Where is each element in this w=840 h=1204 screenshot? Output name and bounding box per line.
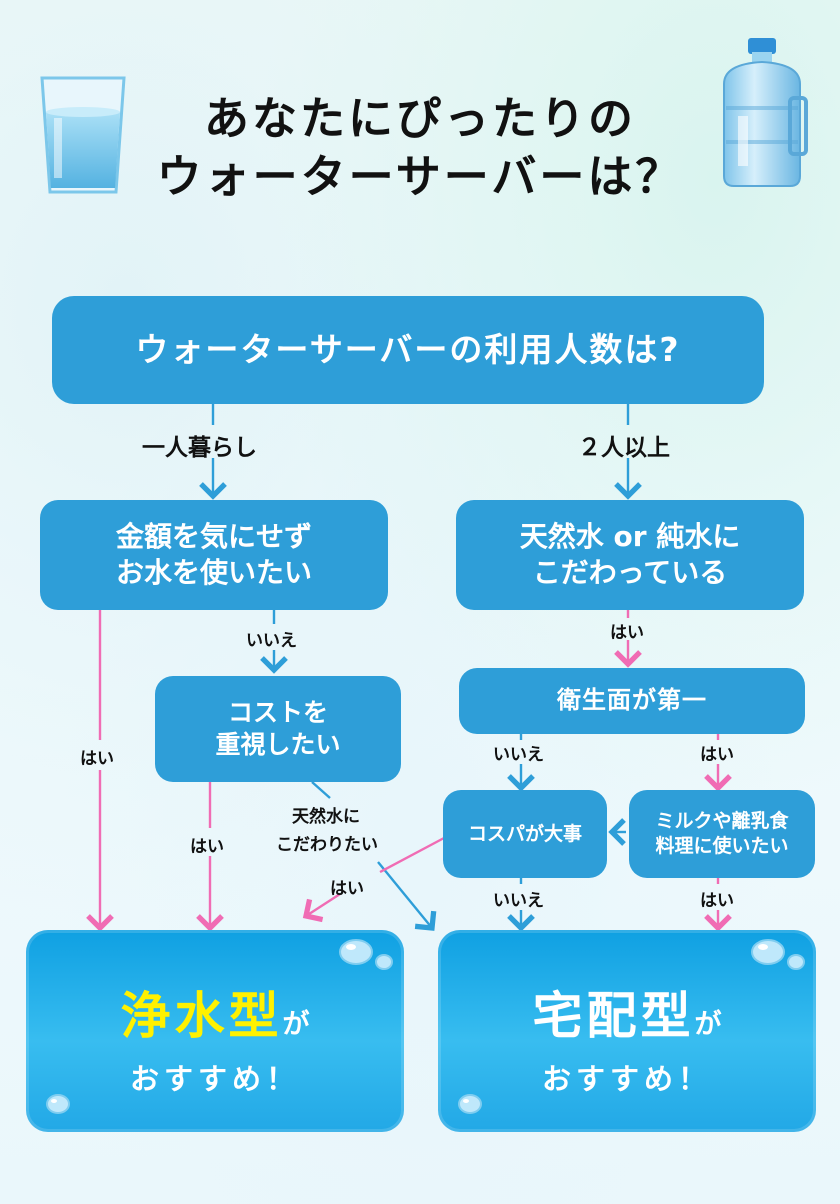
- label-yes-hygiene: はい: [700, 745, 734, 765]
- question-cost-free-line1: 金額を気にせず: [115, 519, 312, 553]
- label-single: 一人暮らし: [142, 435, 257, 461]
- edge-natural-a: [311, 781, 331, 799]
- result-delivery-ga: が: [694, 1009, 722, 1040]
- label-yes-cospa: はい: [330, 879, 364, 899]
- label-yes-cost: はい: [190, 837, 224, 857]
- question-water-type: 天然水 or 純水に こだわっている: [456, 500, 804, 610]
- title-line-2: ウォーターサーバーは？: [156, 150, 684, 203]
- question-milk-line1: ミルクや離乳食: [655, 810, 789, 833]
- result-purifier-rec: おすすめ！: [129, 1062, 300, 1096]
- result-purifier: 浄水型が おすすめ！: [26, 930, 404, 1132]
- water-drop-icon: [339, 939, 393, 970]
- question-water-type-line1: 天然水 or 純水に: [519, 519, 741, 553]
- question-cost-line1: コストを: [227, 697, 328, 727]
- title-line-1: あなたにぴったりの: [203, 92, 636, 145]
- water-glass-icon: [40, 76, 126, 194]
- label-yes-left: はい: [80, 749, 114, 769]
- water-drop-icon: [751, 939, 805, 970]
- question-cost-free: 金額を気にせず お水を使いたい: [40, 500, 388, 610]
- edge-yes-cospa-b: [302, 892, 341, 923]
- question-cost-line2: 重視したい: [215, 730, 341, 759]
- water-bottle-icon: [723, 38, 808, 187]
- question-cospa-text: コスパが大事: [467, 822, 582, 845]
- question-milk-line2: 料理に使いたい: [655, 835, 789, 857]
- water-drop-icon: [458, 1094, 482, 1114]
- question-milk: ミルクや離乳食 料理に使いたい: [629, 790, 815, 878]
- result-delivery: 宅配型が おすすめ！: [438, 930, 816, 1132]
- label-yes-water-type: はい: [610, 623, 644, 643]
- result-purifier-type: 浄水型: [120, 987, 283, 1045]
- question-users: ウォーターサーバーの利用人数は?: [52, 296, 764, 404]
- question-cost-free-line2: お水を使いたい: [115, 556, 312, 589]
- edge-yes-cospa-a: [379, 836, 445, 874]
- edge-natural-b: [377, 861, 437, 931]
- result-purifier-ga: が: [282, 1009, 310, 1040]
- water-drop-icon: [46, 1094, 70, 1114]
- question-hygiene-text: 衛生面が第一: [557, 686, 707, 715]
- result-delivery-rec: おすすめ！: [541, 1062, 712, 1096]
- result-delivery-type: 宅配型: [532, 987, 695, 1045]
- label-natural-1: 天然水に: [292, 807, 360, 827]
- question-water-type-line2: こだわっている: [532, 556, 728, 589]
- label-two-plus: ２人以上: [578, 435, 670, 461]
- question-cospa: コスパが大事: [443, 790, 607, 878]
- question-hygiene: 衛生面が第一: [459, 668, 805, 734]
- label-no-hygiene: いいえ: [493, 745, 544, 765]
- label-no-1: いいえ: [246, 631, 297, 651]
- label-no-cospa: いいえ: [493, 891, 544, 911]
- question-cost: コストを 重視したい: [155, 676, 401, 782]
- label-yes-milk: はい: [700, 891, 734, 911]
- label-natural-2: こだわりたい: [276, 835, 378, 855]
- question-users-text: ウォーターサーバーの利用人数は?: [135, 329, 681, 369]
